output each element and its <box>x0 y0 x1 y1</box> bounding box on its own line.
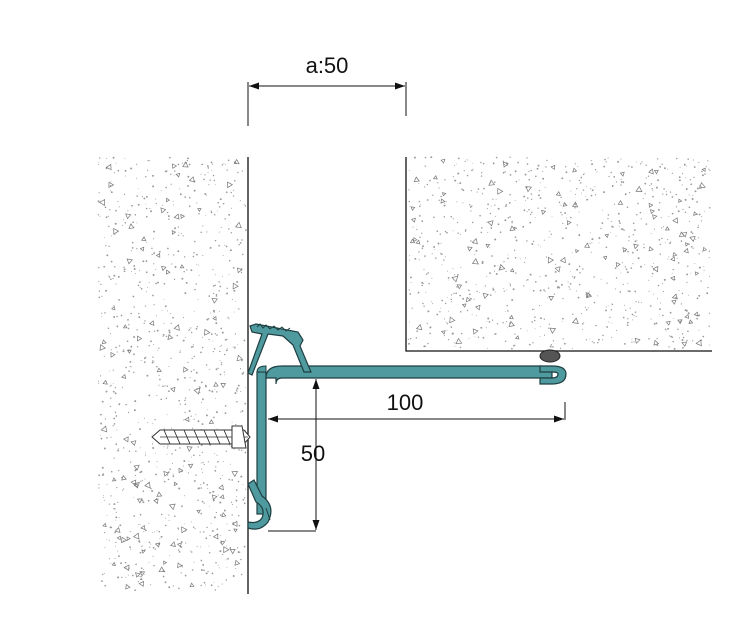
concrete-texture-left <box>97 156 247 592</box>
gap-width-label: a:50 <box>306 53 349 78</box>
gap-width-dimension: a:50 <box>247 53 407 126</box>
profile-height-label: 50 <box>301 441 325 466</box>
rubber-seal-icon <box>539 349 561 363</box>
profile-length-dimension: 100 <box>268 390 566 423</box>
profile-height-dimension: 50 <box>268 379 325 532</box>
wall-plug-anchor-icon <box>151 425 251 449</box>
concrete-texture-right <box>407 156 711 350</box>
right-concrete-slab <box>406 156 712 351</box>
right-slab-edge-line <box>405 157 712 352</box>
profile-length-label: 100 <box>387 390 424 415</box>
aluminium-cover-profile <box>247 323 567 530</box>
left-concrete-wall <box>97 156 248 592</box>
